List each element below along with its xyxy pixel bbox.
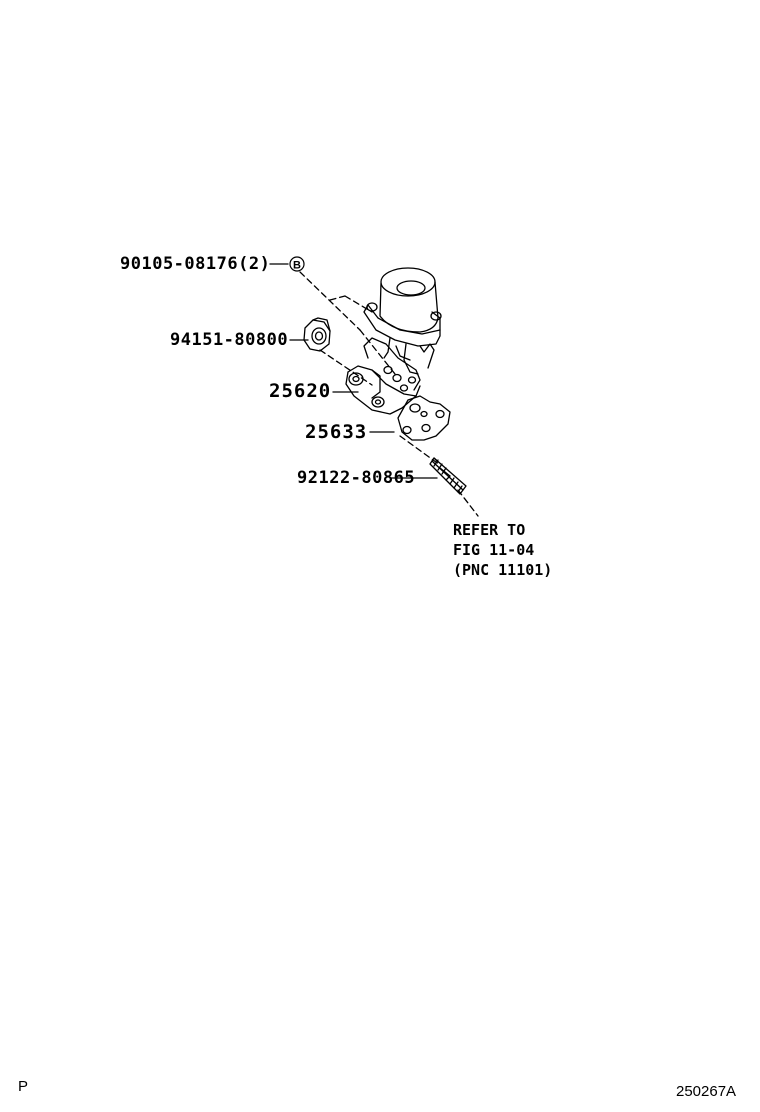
bolt-marker-letter: B [293, 260, 301, 272]
callout-bolt-part-number: 90105-08176 [120, 254, 239, 274]
stud-drawing [429, 457, 467, 495]
callout-egr-valve: 25620 [269, 380, 331, 402]
callout-bolt: 90105-08176(2) [120, 254, 270, 274]
reference-note-line3: (PNC 11101) [453, 561, 553, 579]
egr-valve-drawing [345, 267, 442, 415]
callout-stud-part-number: 92122-80865 [297, 468, 416, 488]
illustration-id: 250267A [676, 1083, 737, 1100]
gasket-drawing [397, 395, 451, 441]
callout-egr-valve-part-number: 25620 [269, 380, 332, 402]
callout-nut: 94151-80800 [170, 330, 288, 350]
callout-stud: 92122-80865 [297, 468, 415, 488]
callout-nut-part-number: 94151-80800 [170, 330, 289, 350]
callout-gasket: 25633 [305, 421, 367, 443]
reference-note-line2: FIG 11-04 [453, 541, 535, 559]
bolt-marker-circle [289, 256, 305, 272]
reference-note: REFER TO FIG 11-04 (PNC 11101) [453, 520, 552, 580]
nut-drawing [303, 317, 331, 352]
corner-mark-left: P [18, 1078, 29, 1095]
callout-bolt-qty: (2) [238, 254, 271, 274]
callout-gasket-part-number: 25633 [305, 421, 368, 443]
reference-note-line1: REFER TO [453, 521, 526, 539]
